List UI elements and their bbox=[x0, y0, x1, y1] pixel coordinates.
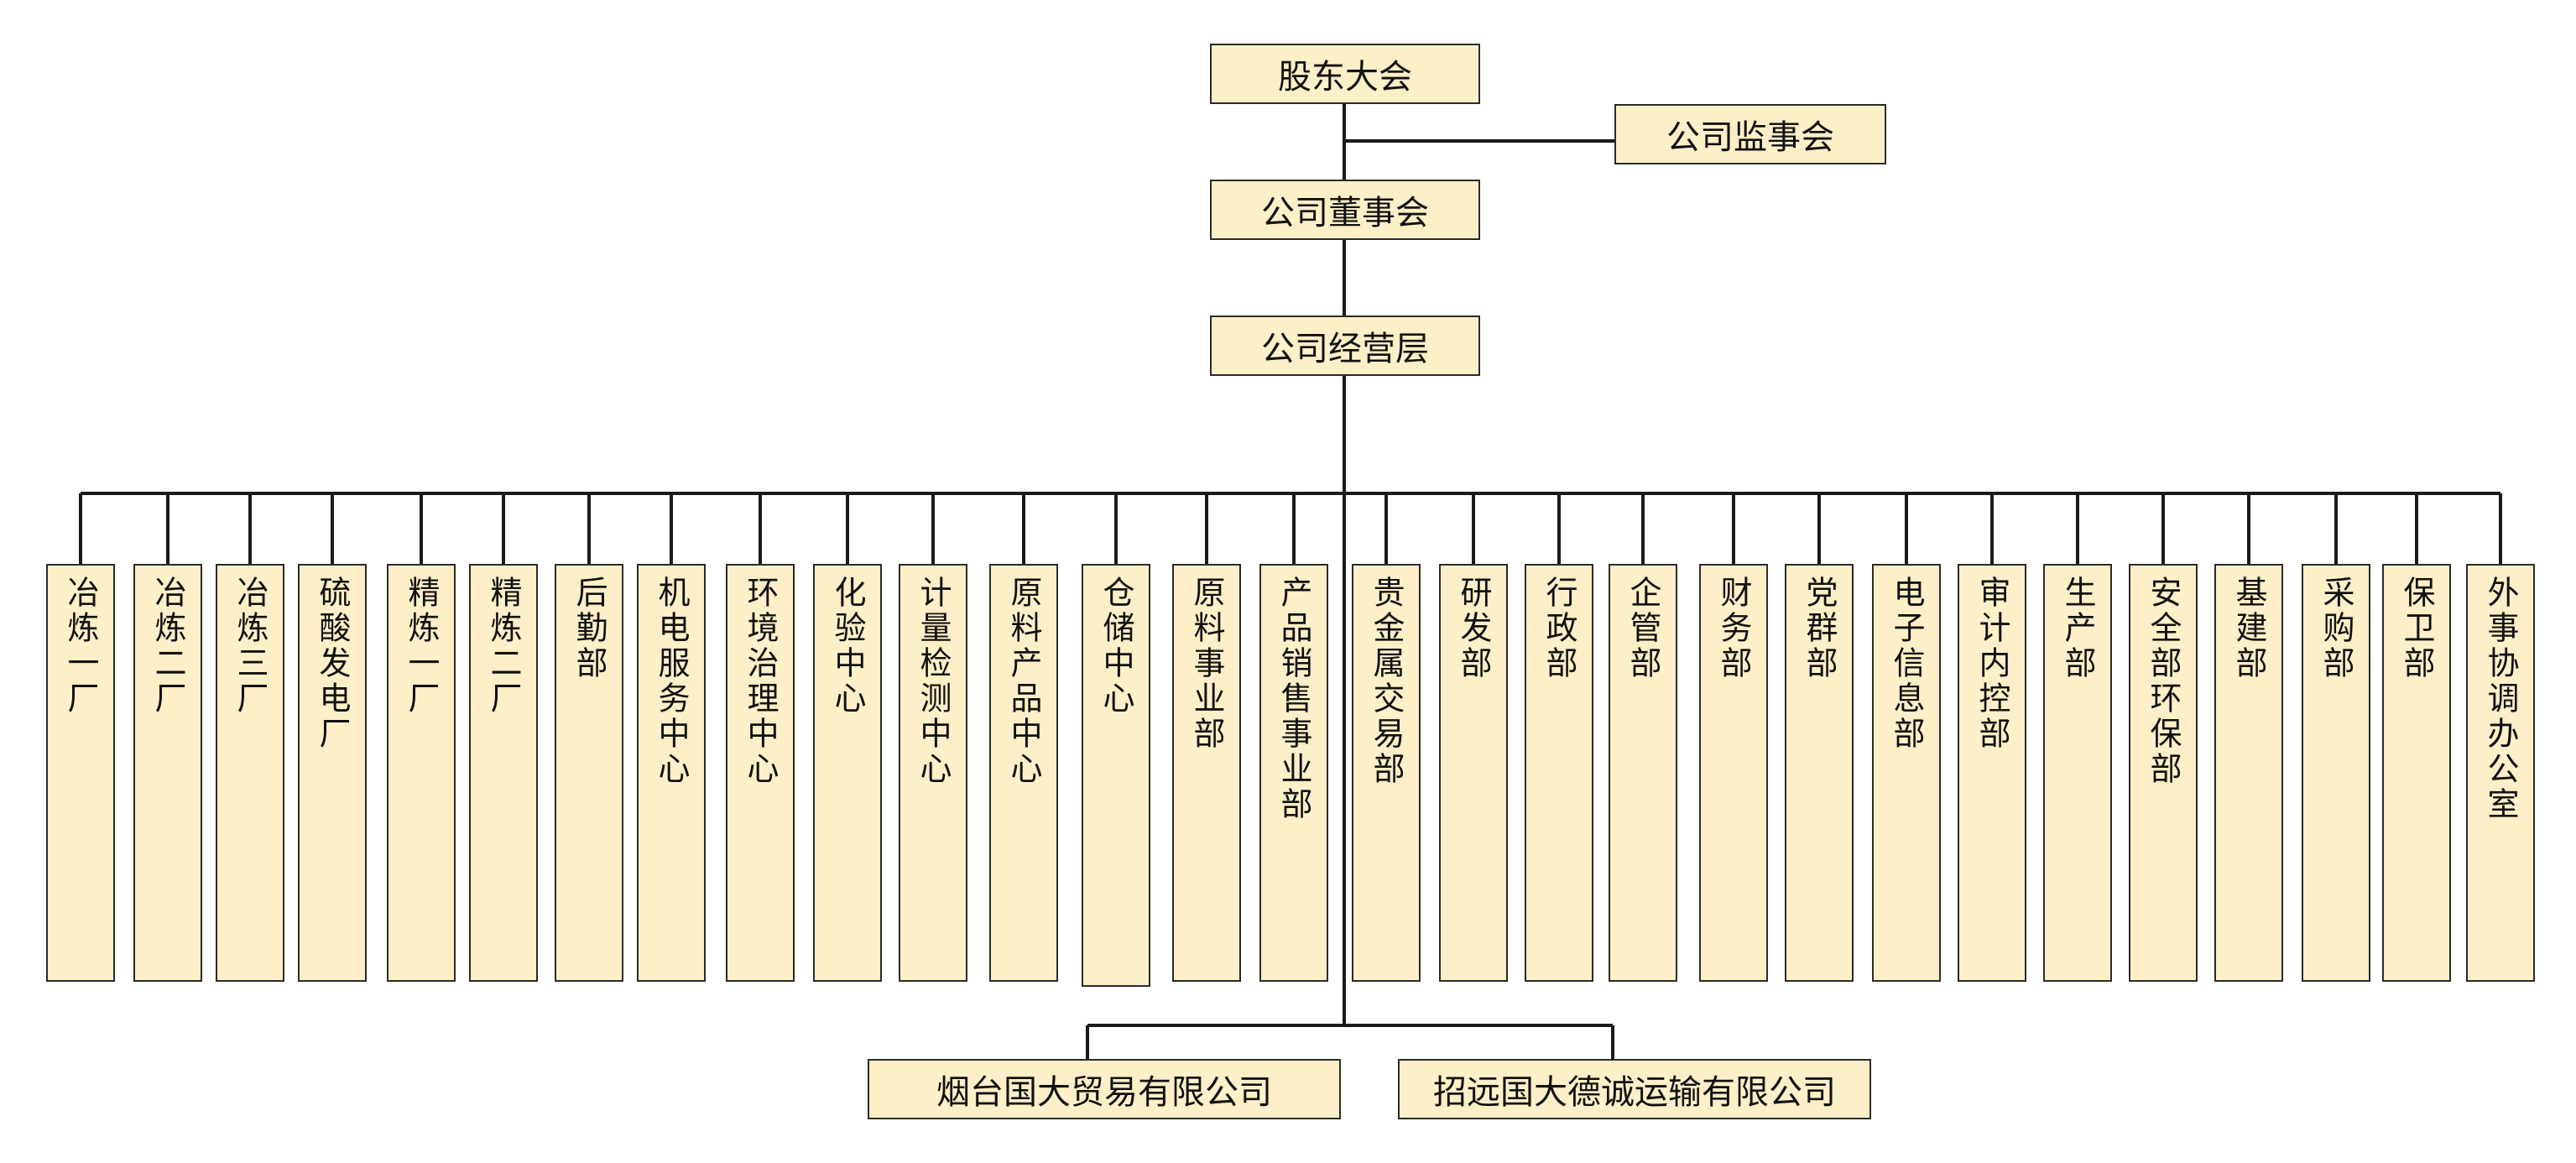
shareholders-box: 股东大会 bbox=[1210, 44, 1480, 104]
department-box: 硫酸发电厂 bbox=[298, 564, 367, 982]
subsidiary-trading-box: 烟台国大贸易有限公司 bbox=[868, 1059, 1341, 1119]
department-box: 电子信息部 bbox=[1872, 564, 1941, 982]
department-box: 采购部 bbox=[2302, 564, 2370, 982]
department-box: 审计内控部 bbox=[1958, 564, 2026, 982]
department-box: 冶炼二厂 bbox=[133, 564, 202, 982]
department-box: 财务部 bbox=[1699, 564, 1768, 982]
department-box: 后勤部 bbox=[555, 564, 623, 982]
department-box: 研发部 bbox=[1439, 564, 1508, 982]
department-box: 冶炼一厂 bbox=[46, 564, 115, 982]
department-box: 安全部环保部 bbox=[2129, 564, 2198, 982]
department-box: 原料事业部 bbox=[1172, 564, 1241, 982]
department-box: 基建部 bbox=[2214, 564, 2283, 982]
department-box: 产品销售事业部 bbox=[1259, 564, 1328, 982]
department-box: 党群部 bbox=[1785, 564, 1854, 982]
department-box: 生产部 bbox=[2043, 564, 2112, 982]
department-box: 保卫部 bbox=[2382, 564, 2451, 982]
department-box: 原料产品中心 bbox=[989, 564, 1058, 982]
subsidiary-transport-box: 招远国大德诚运输有限公司 bbox=[1398, 1059, 1871, 1119]
department-box: 行政部 bbox=[1525, 564, 1593, 982]
department-box: 贵金属交易部 bbox=[1352, 564, 1421, 982]
department-box: 化验中心 bbox=[813, 564, 882, 982]
department-box: 外事协调办公室 bbox=[2466, 564, 2535, 982]
department-box: 精炼二厂 bbox=[469, 564, 538, 982]
department-box: 仓储中心 bbox=[1082, 564, 1150, 987]
management-box: 公司经营层 bbox=[1210, 316, 1480, 376]
department-box: 企管部 bbox=[1609, 564, 1677, 982]
department-box: 精炼一厂 bbox=[387, 564, 456, 982]
department-box: 机电服务中心 bbox=[637, 564, 706, 982]
department-box: 环境治理中心 bbox=[726, 564, 795, 982]
board-box: 公司董事会 bbox=[1210, 180, 1480, 240]
department-box: 计量检测中心 bbox=[899, 564, 967, 982]
department-box: 冶炼三厂 bbox=[216, 564, 284, 982]
supervisors-box: 公司监事会 bbox=[1614, 104, 1886, 164]
